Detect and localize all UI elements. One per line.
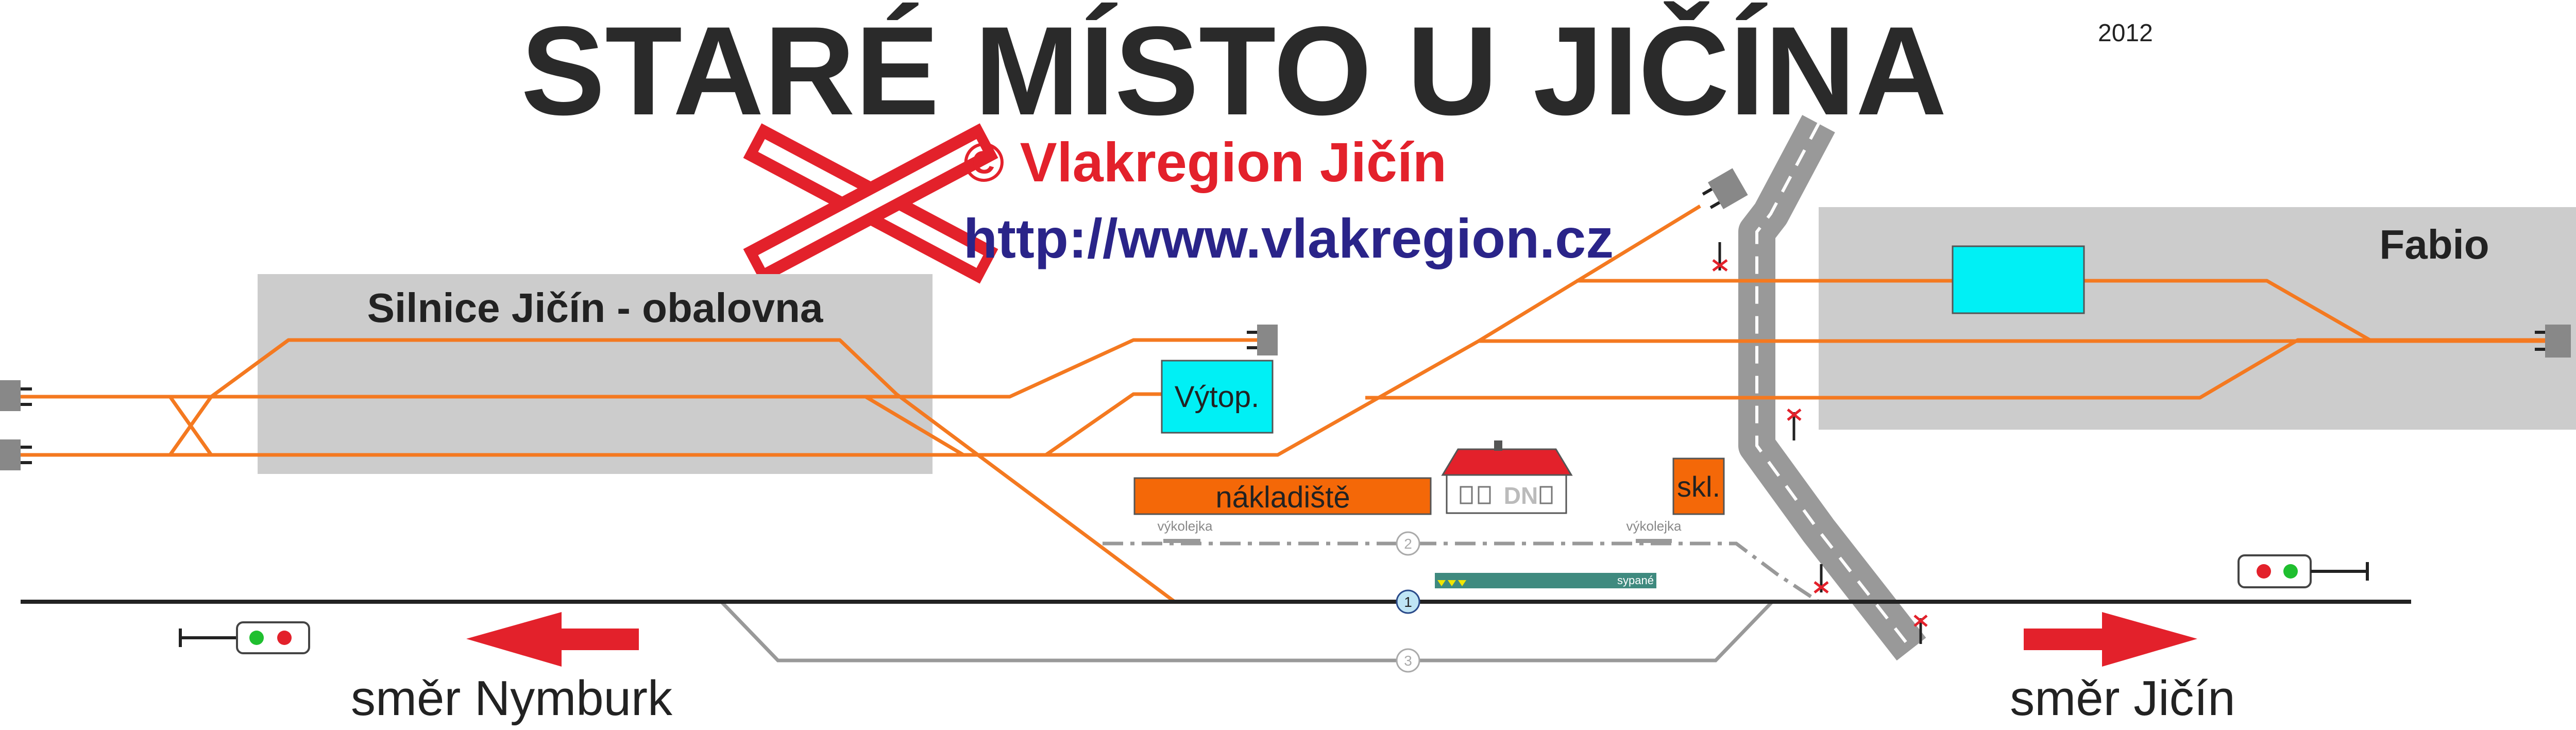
siding-tracks — [21, 205, 2555, 603]
buffer-stop-icon — [2535, 325, 2571, 358]
platform-marker-icon — [1437, 580, 1466, 586]
direction-right-label: směr Jičín — [2010, 671, 2235, 726]
track-number-3: 3 — [1396, 648, 1420, 673]
vytop-label: Výtop. — [1175, 380, 1259, 414]
platform-sypane — [1435, 573, 1656, 588]
track-2-line — [1103, 541, 1820, 603]
area-fabio — [1819, 207, 2576, 430]
arrow-right-icon — [2024, 612, 2197, 667]
shunting-signal-icon — [1814, 564, 1829, 593]
website-link[interactable]: http://www.vlakregion.cz — [963, 207, 1614, 269]
track-number-2-label: 2 — [1404, 536, 1412, 552]
buffer-stop-icon — [1247, 325, 1278, 355]
shunting-signal-icon — [1913, 615, 1928, 644]
area-silnice-label: Silnice Jičín - obalovna — [367, 285, 823, 331]
track-3-line — [720, 600, 1774, 663]
buffer-stop-icon — [0, 439, 32, 470]
arrow-left-icon — [466, 612, 639, 667]
buffer-stop-icon — [0, 380, 32, 411]
shunting-signal-icon — [1712, 242, 1728, 272]
nakladiste-label: nákladiště — [1215, 481, 1350, 514]
year-label: 2012 — [2098, 20, 2153, 47]
track-number-1-label: 1 — [1404, 594, 1412, 610]
track-number-3-label: 3 — [1404, 653, 1412, 669]
derailer-left-label: výkolejka — [1158, 518, 1213, 534]
track-number-1: 1 — [1396, 589, 1420, 614]
direction-left-label: směr Nymburk — [351, 671, 673, 726]
page-title: STARÉ MÍSTO U JIČÍNA — [521, 0, 1947, 141]
road — [1738, 115, 1926, 661]
copyright-label: © Vlakregion Jičín — [963, 131, 1447, 193]
skl-label: skl. — [1677, 470, 1720, 503]
fabio-building — [1952, 245, 2085, 314]
crossbuck-logo-icon — [743, 123, 998, 284]
station-mark-label: DN — [1504, 482, 1538, 509]
area-fabio-label: Fabio — [2379, 222, 2489, 267]
shunting-signal-icon — [1787, 409, 1802, 440]
skl-building — [1672, 457, 1725, 515]
derailer-right-label: výkolejka — [1626, 518, 1682, 534]
station-building — [1441, 440, 1573, 514]
vytop-building — [1161, 360, 1274, 434]
buffer-stop-icon — [1702, 168, 1748, 209]
track-number-2: 2 — [1396, 531, 1420, 556]
main-signal-left-icon — [179, 621, 310, 654]
main-signal-right-icon — [2238, 554, 2369, 588]
area-silnice — [258, 274, 933, 474]
nakladiste-building — [1133, 477, 1432, 515]
platform-sypane-label: sypané — [1617, 574, 1654, 587]
